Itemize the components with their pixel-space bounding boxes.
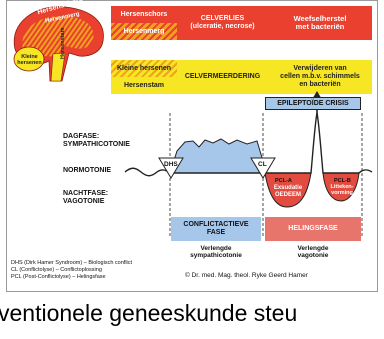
sympathicotonie-area <box>169 138 266 174</box>
bottom-body-text: ventionele geneeskunde steu <box>0 300 384 339</box>
crisis-box: EPILEPTOÏDE CRISIS <box>265 97 361 110</box>
row2-label-bottom: Hersenstam <box>111 77 177 94</box>
copyright: © Dr. med. Mag. theol. Ryke Geerd Hamer <box>185 272 308 279</box>
dhs-marker <box>158 157 184 179</box>
cl-marker <box>250 157 276 179</box>
legend-pcl: PCL (Post-Conflictolyse) – Helingsfase <box>11 274 106 280</box>
row1-right: Weefselherstel met bacteriën <box>268 6 372 40</box>
dhs-label: DHS <box>164 161 178 168</box>
phase-label-dagfase: DAGFASE: SYMPATHICOTONIE <box>63 133 130 149</box>
phase-label-nachtfase: NACHTFASE: VAGOTONIE <box>63 190 109 206</box>
cl-label: CL <box>258 161 267 168</box>
phase-curve-diagram <box>124 91 373 237</box>
vagotonie-area-1 <box>264 172 312 208</box>
vagotonie-area-2 <box>322 172 360 202</box>
row2-right: Verwijderen van cellen m.b.v. schimmels … <box>268 60 372 94</box>
bottom-body-text-line: ventionele geneeskunde steu <box>0 300 298 326</box>
litteken-label: Litteken- vorming <box>330 184 354 197</box>
conflict-phase-sub: Verlengde sympathicotonie <box>190 245 242 260</box>
brain-label-kleine-hersenen: Kleine hersenen <box>17 54 42 67</box>
pcla-label: PCL-A <box>275 178 292 184</box>
brain-illustration <box>13 6 104 82</box>
row1-mid: CELVERLIES (ulceratie, necrose) <box>177 6 268 40</box>
healing-phase-sub: Verlengde vagotonie <box>297 245 329 260</box>
normotonie-wave <box>124 112 373 177</box>
conflict-phase-box: CONFLICTACTIEVE FASE <box>171 217 261 241</box>
row1-label-bottom: Hersenmerg <box>111 23 177 40</box>
pclb-label: PCL-B <box>334 178 351 184</box>
healing-phase-box: HELINGSFASE <box>265 217 361 241</box>
row2-label-top: Kleine hersenen <box>111 60 177 77</box>
diagram-frame: Hersenschors Hersenmerg Hersenstam Klein… <box>6 0 378 292</box>
exsudatie-label: Exsudatie OEDEEM <box>273 185 303 198</box>
phase-label-normotonie: NORMOTONIE <box>63 167 112 174</box>
row2-mid: CELVERMEERDERING <box>177 60 268 94</box>
row1-label-top: Hersenschors <box>111 6 177 23</box>
legend-dhs: DHS (Dirk Hamer Syndroom) – Biologisch c… <box>11 260 133 266</box>
legend-cl: CL (Conflictolyse) – Conflictoplossing <box>11 267 102 273</box>
